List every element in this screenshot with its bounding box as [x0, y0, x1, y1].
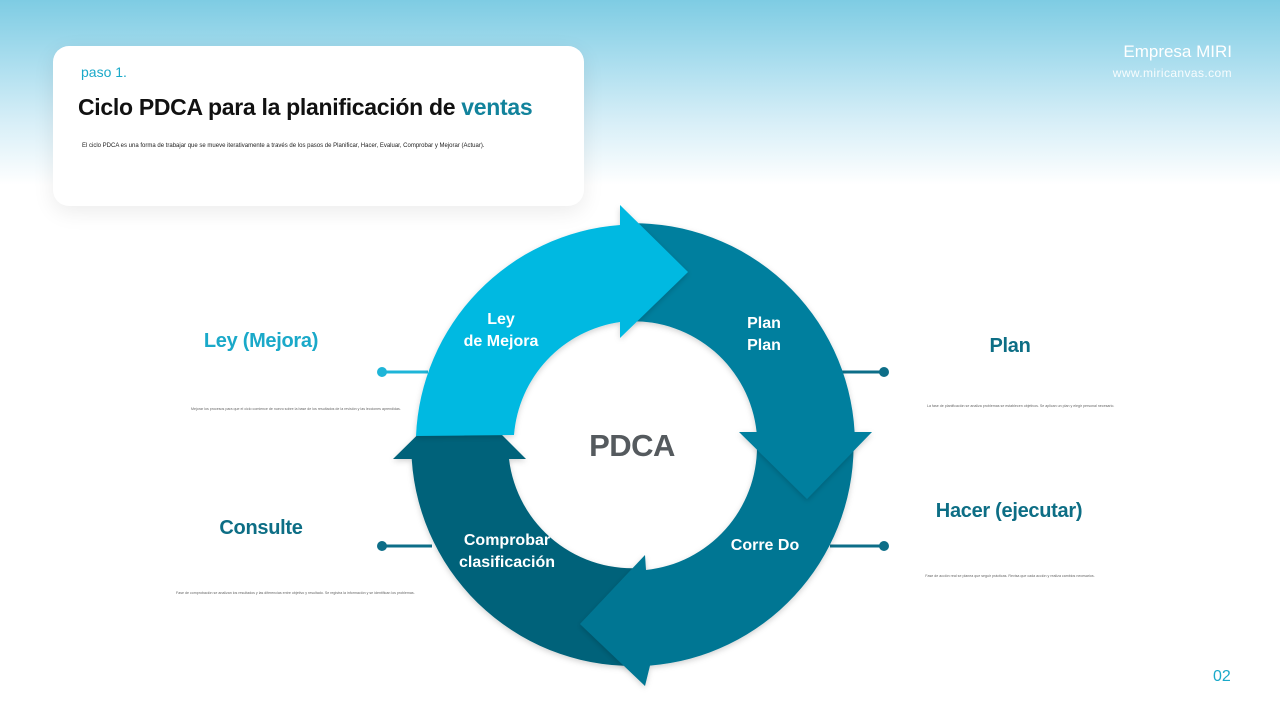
side-text-do: Fase de acción real se planea que seguir…	[925, 574, 1095, 578]
title-main: Ciclo PDCA para la planificación de	[78, 94, 462, 120]
cycle-center-label: PDCA	[589, 428, 675, 463]
side-text-check: Fase de comprobación se analizan los res…	[176, 591, 415, 595]
segment-plan-arrow	[629, 223, 872, 499]
segment-check-label: Comprobar clasificación	[437, 530, 577, 574]
connector-check-dot	[377, 541, 387, 551]
segment-act-line1: Ley	[487, 311, 515, 328]
title-highlight: ventas	[461, 94, 533, 120]
segment-check-line2: clasificación	[458, 554, 556, 571]
segment-do-line1: Corre Do	[730, 537, 800, 554]
connector-act-dot	[377, 367, 387, 377]
page-number: 02	[1213, 668, 1231, 685]
header-card: paso 1. Ciclo PDCA para la planificación…	[53, 46, 584, 206]
segment-plan-label: Plan Plan	[714, 313, 814, 357]
connector-plan-dot	[879, 367, 889, 377]
brand-block: Empresa MIRI www.miricanvas.com	[1113, 42, 1232, 80]
brand-url: www.miricanvas.com	[1112, 66, 1232, 80]
connectors	[377, 367, 889, 551]
brand-name: Empresa MIRI	[1123, 42, 1232, 61]
segment-act-arrow	[416, 205, 688, 436]
segment-do-arrow	[580, 446, 854, 686]
side-text-plan: La fase de planificación se analiza prob…	[927, 404, 1115, 408]
page-title: Ciclo PDCA para la planificación de vent…	[78, 94, 533, 121]
segment-act-label: Ley de Mejora	[441, 309, 561, 353]
segment-do-label: Corre Do	[705, 535, 825, 557]
segment-check-line1: Comprobar	[463, 532, 551, 549]
step-label: paso 1.	[81, 64, 127, 80]
page-description: El ciclo PDCA es una forma de trabajar q…	[82, 143, 485, 149]
segment-check-arrow	[393, 393, 645, 666]
segment-plan-line1: Plan	[747, 315, 781, 332]
side-text-act: Mejorar los procesos para que el ciclo c…	[191, 407, 401, 411]
side-title-plan: Plan	[989, 335, 1031, 357]
connector-do-dot	[879, 541, 889, 551]
side-title-do: Hacer (ejecutar)	[935, 500, 1083, 522]
side-title-check: Consulte	[219, 517, 303, 539]
side-title-act: Ley (Mejora)	[203, 330, 319, 352]
segment-act-line2: de Mejora	[463, 333, 539, 350]
segment-plan-line2: Plan	[747, 337, 781, 354]
